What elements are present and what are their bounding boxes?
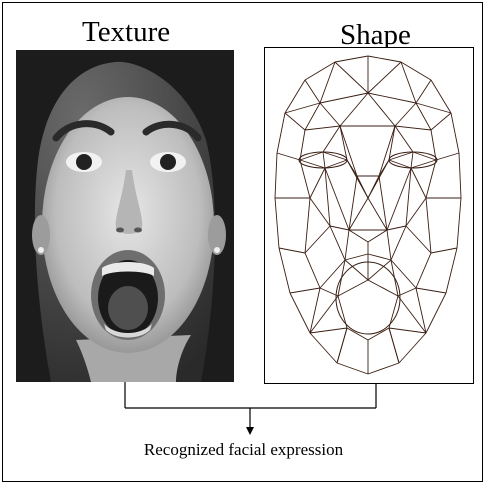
face-photo-illustration xyxy=(16,50,234,382)
mesh-edge xyxy=(411,152,413,168)
mesh-edge xyxy=(320,103,340,126)
mesh-edge xyxy=(379,176,387,230)
mesh-edge xyxy=(310,333,337,363)
mesh-edge xyxy=(426,198,431,253)
recognized-expression-label: Recognized facial expression xyxy=(0,440,487,460)
mesh-edge xyxy=(459,153,461,198)
mesh-edge xyxy=(345,230,349,260)
shape-mesh-panel xyxy=(264,47,474,384)
mesh-edge xyxy=(399,333,426,363)
mesh-edge xyxy=(337,363,368,374)
mesh-edge xyxy=(368,363,399,374)
mesh-edge xyxy=(340,126,357,176)
mesh-edge xyxy=(305,62,335,80)
mesh-edge xyxy=(387,226,406,230)
mesh-edge xyxy=(387,168,411,230)
mesh-edge xyxy=(323,152,325,168)
mesh-edge xyxy=(416,80,431,103)
mesh-edge xyxy=(457,198,461,248)
mesh-edge xyxy=(395,103,416,126)
mesh-edge xyxy=(426,293,446,333)
mesh-edge xyxy=(285,113,305,130)
mesh-edge xyxy=(436,153,459,160)
mesh-edge xyxy=(379,126,395,176)
mesh-edge xyxy=(431,113,451,130)
mesh-edge xyxy=(275,198,279,248)
mesh-edge xyxy=(368,198,387,230)
mesh-edge xyxy=(290,288,320,293)
mesh-edge xyxy=(310,198,330,226)
mesh-edge xyxy=(305,198,310,253)
mesh-edge xyxy=(320,260,345,288)
mesh-edge xyxy=(325,168,330,226)
mesh-edge xyxy=(305,226,330,253)
mesh-edge xyxy=(335,62,368,93)
mesh-edge xyxy=(277,153,300,160)
mesh-edge xyxy=(337,328,347,363)
mesh-edge xyxy=(347,160,368,198)
mesh-edge xyxy=(416,253,431,288)
mesh-edge xyxy=(401,62,431,80)
mesh-edge xyxy=(368,230,387,242)
mesh-edge xyxy=(323,126,340,152)
mesh-edge xyxy=(305,253,320,288)
mesh-edge xyxy=(349,230,368,242)
mesh-edge xyxy=(401,62,416,103)
mesh-edge xyxy=(279,248,290,293)
mesh-edge xyxy=(305,126,340,130)
mesh-edge xyxy=(330,226,349,230)
mesh-edge xyxy=(398,288,416,296)
mesh-edge xyxy=(320,288,338,296)
mesh-edge xyxy=(368,280,398,296)
mesh-edge xyxy=(368,254,391,260)
mesh-edge xyxy=(391,260,416,288)
mesh-edge xyxy=(279,248,305,253)
mesh-edge xyxy=(451,113,459,153)
mesh-edge xyxy=(277,113,285,153)
mesh-edge xyxy=(335,56,368,62)
mesh-edge xyxy=(395,126,413,152)
mesh-edge xyxy=(416,288,446,293)
mesh-edge xyxy=(310,168,325,198)
mesh-edge xyxy=(395,126,431,130)
mesh-edge xyxy=(320,62,335,103)
mesh-edge xyxy=(368,160,389,198)
mesh-edge xyxy=(406,198,426,226)
mesh-edge xyxy=(290,293,310,333)
mesh-edge xyxy=(310,328,347,333)
mesh-edge xyxy=(275,153,277,198)
mesh-edge xyxy=(345,254,368,260)
face-mesh-illustration xyxy=(265,48,472,382)
mesh-edge xyxy=(406,168,411,226)
mesh-edge xyxy=(330,226,345,260)
mesh-edge xyxy=(338,280,368,296)
mesh-edge xyxy=(446,248,457,293)
mesh-edge xyxy=(431,248,457,253)
texture-title: Texture xyxy=(82,16,170,48)
texture-face-image xyxy=(16,50,234,382)
mesh-edge xyxy=(305,80,320,103)
mesh-edge xyxy=(387,230,391,260)
mesh-edge xyxy=(406,226,431,253)
mesh-edge xyxy=(349,198,368,230)
mesh-edge xyxy=(411,168,426,198)
mesh-edge xyxy=(349,176,357,230)
mesh-edge xyxy=(389,328,399,363)
mesh-edge xyxy=(389,328,426,333)
mesh-edge xyxy=(325,168,349,230)
mesh-edge xyxy=(368,56,401,62)
mesh-edge xyxy=(391,226,406,260)
mesh-edge xyxy=(368,62,401,93)
